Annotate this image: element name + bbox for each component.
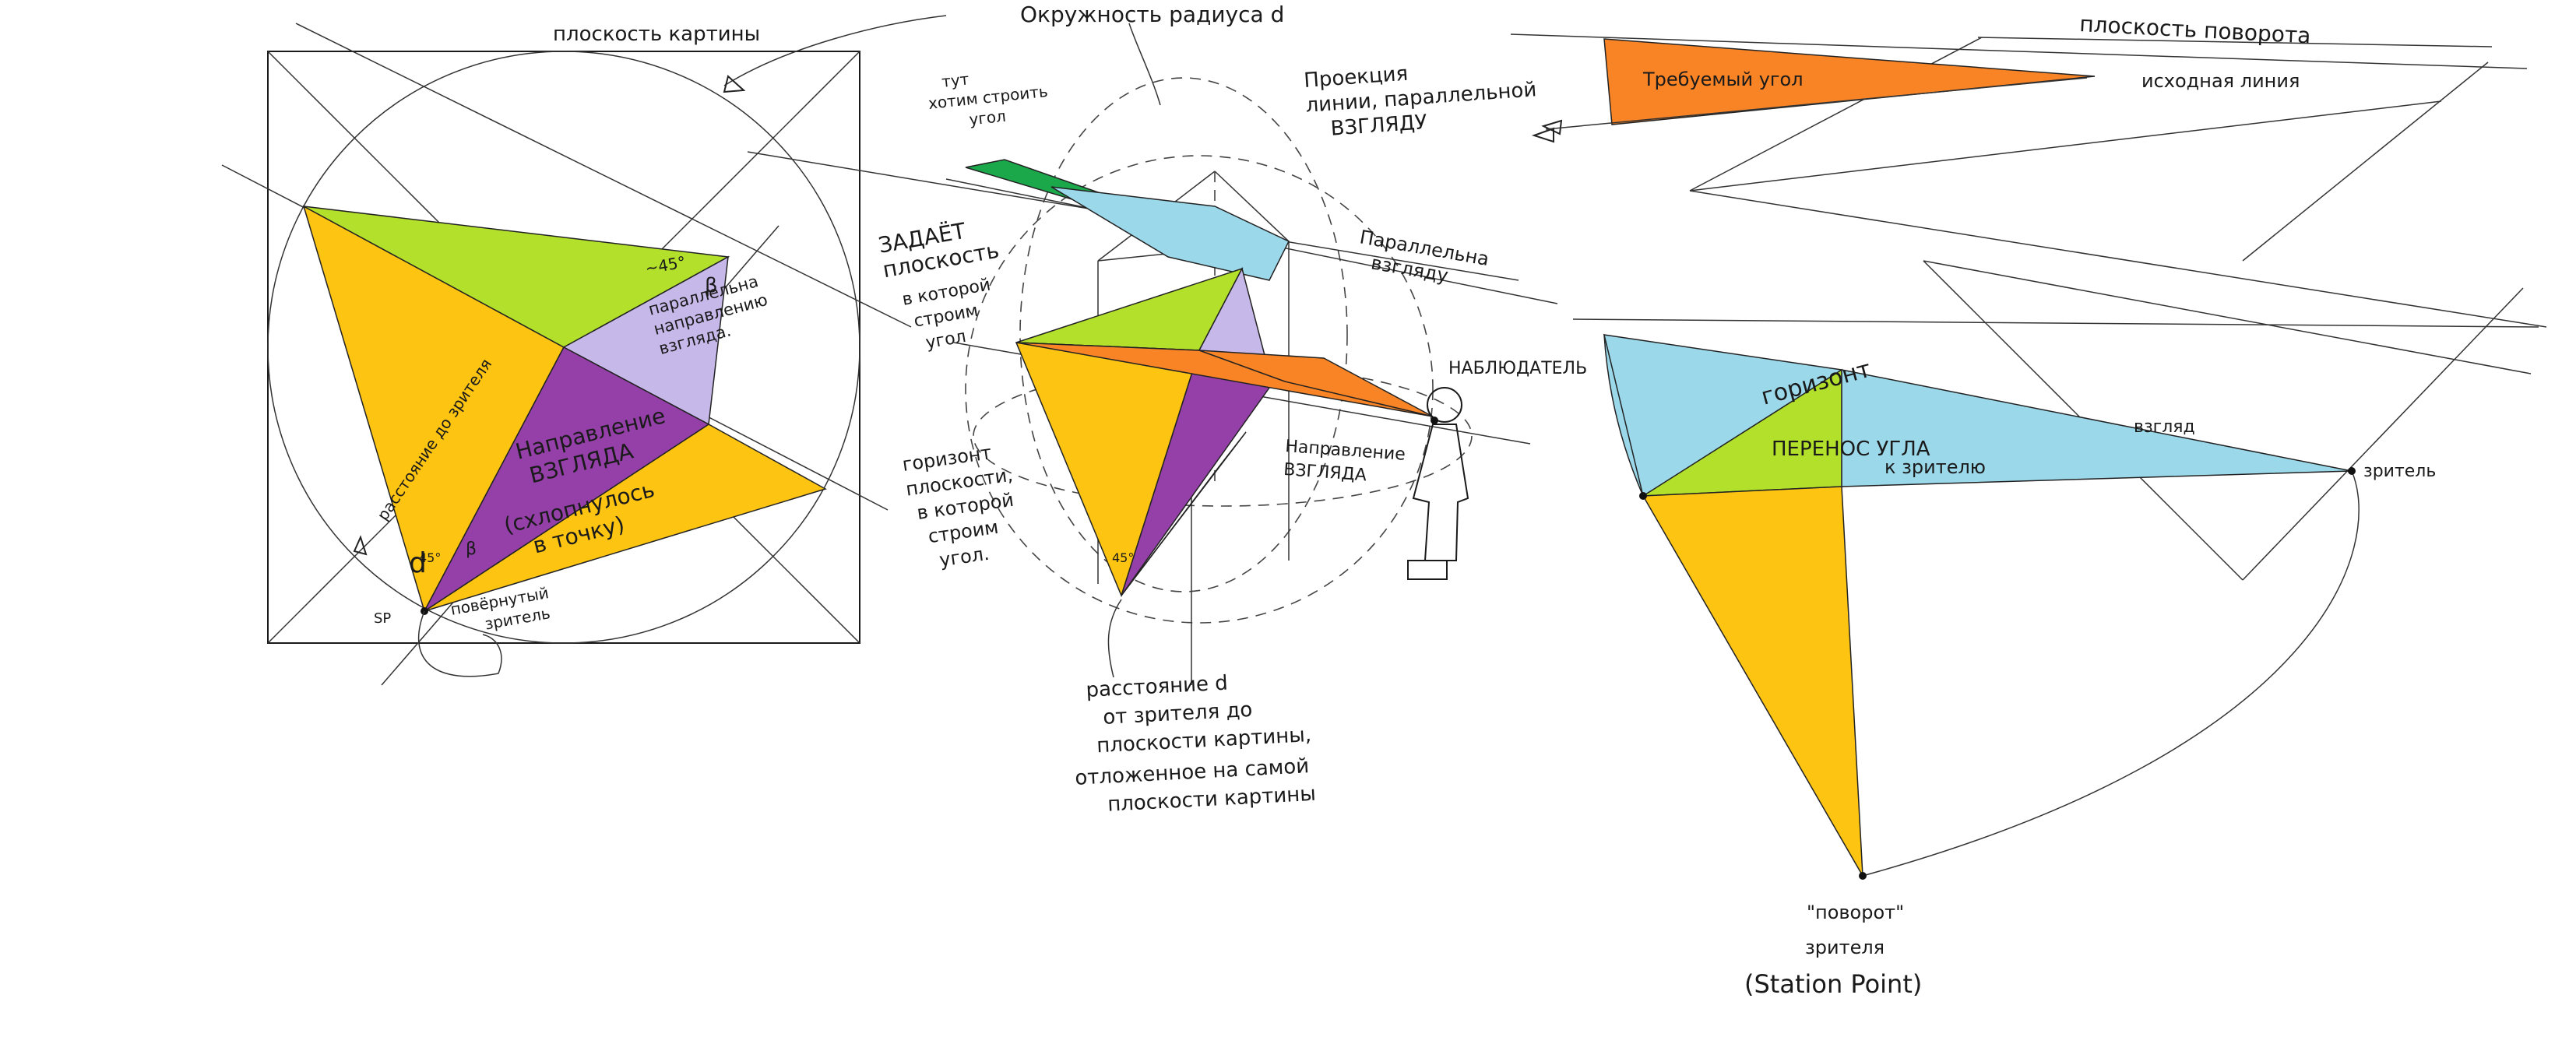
inwhich-line-1: в которой xyxy=(901,275,992,310)
d-label: d xyxy=(409,547,427,579)
observer-head xyxy=(1427,387,1462,423)
viewer-label: зритель xyxy=(2363,462,2436,481)
distance-note-label: расстояние d от зрителя до плоскости кар… xyxy=(1070,667,1321,818)
left-angle-point xyxy=(1639,492,1647,500)
observer-body xyxy=(1412,424,1469,561)
rotation-plane-line-2 xyxy=(1689,100,2442,192)
gaze-label: взгляд xyxy=(2134,417,2195,437)
arrow-circle-label xyxy=(1128,23,1161,106)
radius-d-dashed-circle xyxy=(965,155,1434,624)
mid-angle-45-label: 45° xyxy=(1112,550,1134,565)
rotation-label: "поворот" xyxy=(1807,902,1904,923)
midgaze-line-1: Направление xyxy=(1285,437,1406,465)
box-edge-5 xyxy=(1214,170,1290,242)
projection-line-label: Проекция линии, параллельной ВЗГЛЯДУ xyxy=(1303,53,1545,142)
want-build-angle-label: тут хотим строить угол xyxy=(925,61,1056,132)
observer-label: НАБЛЮДАТЕЛЬ xyxy=(1448,359,1587,378)
distance-line-1: расстояние d xyxy=(1086,671,1229,702)
observer-figure xyxy=(1407,387,1469,580)
parallel-gaze-label: Параллельна взгляду xyxy=(1354,226,1497,294)
lower-plane-line-2 xyxy=(1923,260,2532,374)
distance-line-3: плоскости картины, xyxy=(1096,723,1312,758)
right-yellow-triangle xyxy=(1642,486,1863,877)
projection-line-3: ВЗГЛЯДУ xyxy=(1330,111,1428,141)
distance-arrowhead-icon xyxy=(353,535,368,556)
viewer-point xyxy=(2348,467,2356,475)
horizon-plane-label: горизонт плоскости, в которой строим уго… xyxy=(901,438,1030,575)
lower-plane-line-4 xyxy=(2242,287,2524,581)
left-purple-triangle xyxy=(424,346,710,612)
rotation-plane-line-3 xyxy=(1689,37,1983,192)
plane-arrowhead-icon xyxy=(723,75,746,93)
middle-yellow-triangle-b xyxy=(1121,431,1247,596)
beta-label-top: β xyxy=(705,274,718,297)
rotated-viewer-loop xyxy=(417,610,502,677)
beta-small-label: β xyxy=(466,540,477,559)
want-line-3: угол xyxy=(968,107,1007,129)
arrow-to-plane xyxy=(723,15,947,86)
observer-feet xyxy=(1407,560,1448,580)
angle-45-small-label: 45° xyxy=(419,550,441,565)
construction-line-a xyxy=(295,23,912,328)
circle-radius-label: Окружность радиуса d xyxy=(1020,2,1284,27)
radius-d-circle xyxy=(267,51,860,644)
required-angle-label: Требуемый угол xyxy=(1642,69,1804,90)
rotation-plane-label: плоскость поворота xyxy=(2079,11,2312,49)
distance-line-2: от зрителя до xyxy=(1103,698,1253,729)
required-angle-extension xyxy=(1545,77,2088,130)
observer-eye-point xyxy=(1431,417,1438,424)
mid-gaze-direction-label: Направление ВЗГЛЯДА xyxy=(1283,437,1411,488)
inwhich-line-3: угол xyxy=(924,327,968,353)
defines-plane-label: ЗАДАЁТ плоскость xyxy=(876,213,1001,283)
middle-panel: Окружность радиуса d тут хотим строить у… xyxy=(747,2,1587,818)
source-line-label: исходная линия xyxy=(2141,70,2300,92)
rotation-plane-line-1 xyxy=(1510,33,2528,69)
want-line-1: тут xyxy=(941,69,970,91)
light-blue-wedge xyxy=(1050,186,1290,281)
station-point-arc xyxy=(1862,470,2360,877)
dashed-ellipse-vertical xyxy=(1019,77,1348,592)
picture-plane-label: плоскость картины xyxy=(553,23,760,46)
midgaze-line-2: ВЗГЛЯДА xyxy=(1283,460,1367,485)
station-point-label: (Station Point) xyxy=(1744,969,1922,999)
to-viewer-label: к зрителю xyxy=(1884,456,1986,478)
sp-label: SP xyxy=(374,610,391,627)
rotation-plane-line-4 xyxy=(2242,62,2489,262)
distance-line-5: плоскости картины xyxy=(1107,782,1317,817)
rotation-plane-line-6 xyxy=(1977,37,2493,47)
right-panel: плоскость поворота Требуемый угол исходн… xyxy=(1510,11,2547,999)
horizon-line-5: угол. xyxy=(938,543,991,571)
lower-plane-line-1 xyxy=(1572,318,2539,328)
viewer-gen-label: зрителя xyxy=(1805,937,1884,958)
station-point xyxy=(1859,872,1867,880)
rotation-plane-line-5 xyxy=(1689,190,2547,328)
arrow-distance-note xyxy=(1107,599,1122,678)
left-panel: плоскость картины ~45° β параллельна нап… xyxy=(221,15,947,686)
in-which-build-label: в которой строим угол xyxy=(901,274,1006,356)
gaze-arrowhead-icon xyxy=(1531,127,1554,143)
angle-transfer-label: ПЕРЕНОС УГЛА xyxy=(1772,438,1930,461)
